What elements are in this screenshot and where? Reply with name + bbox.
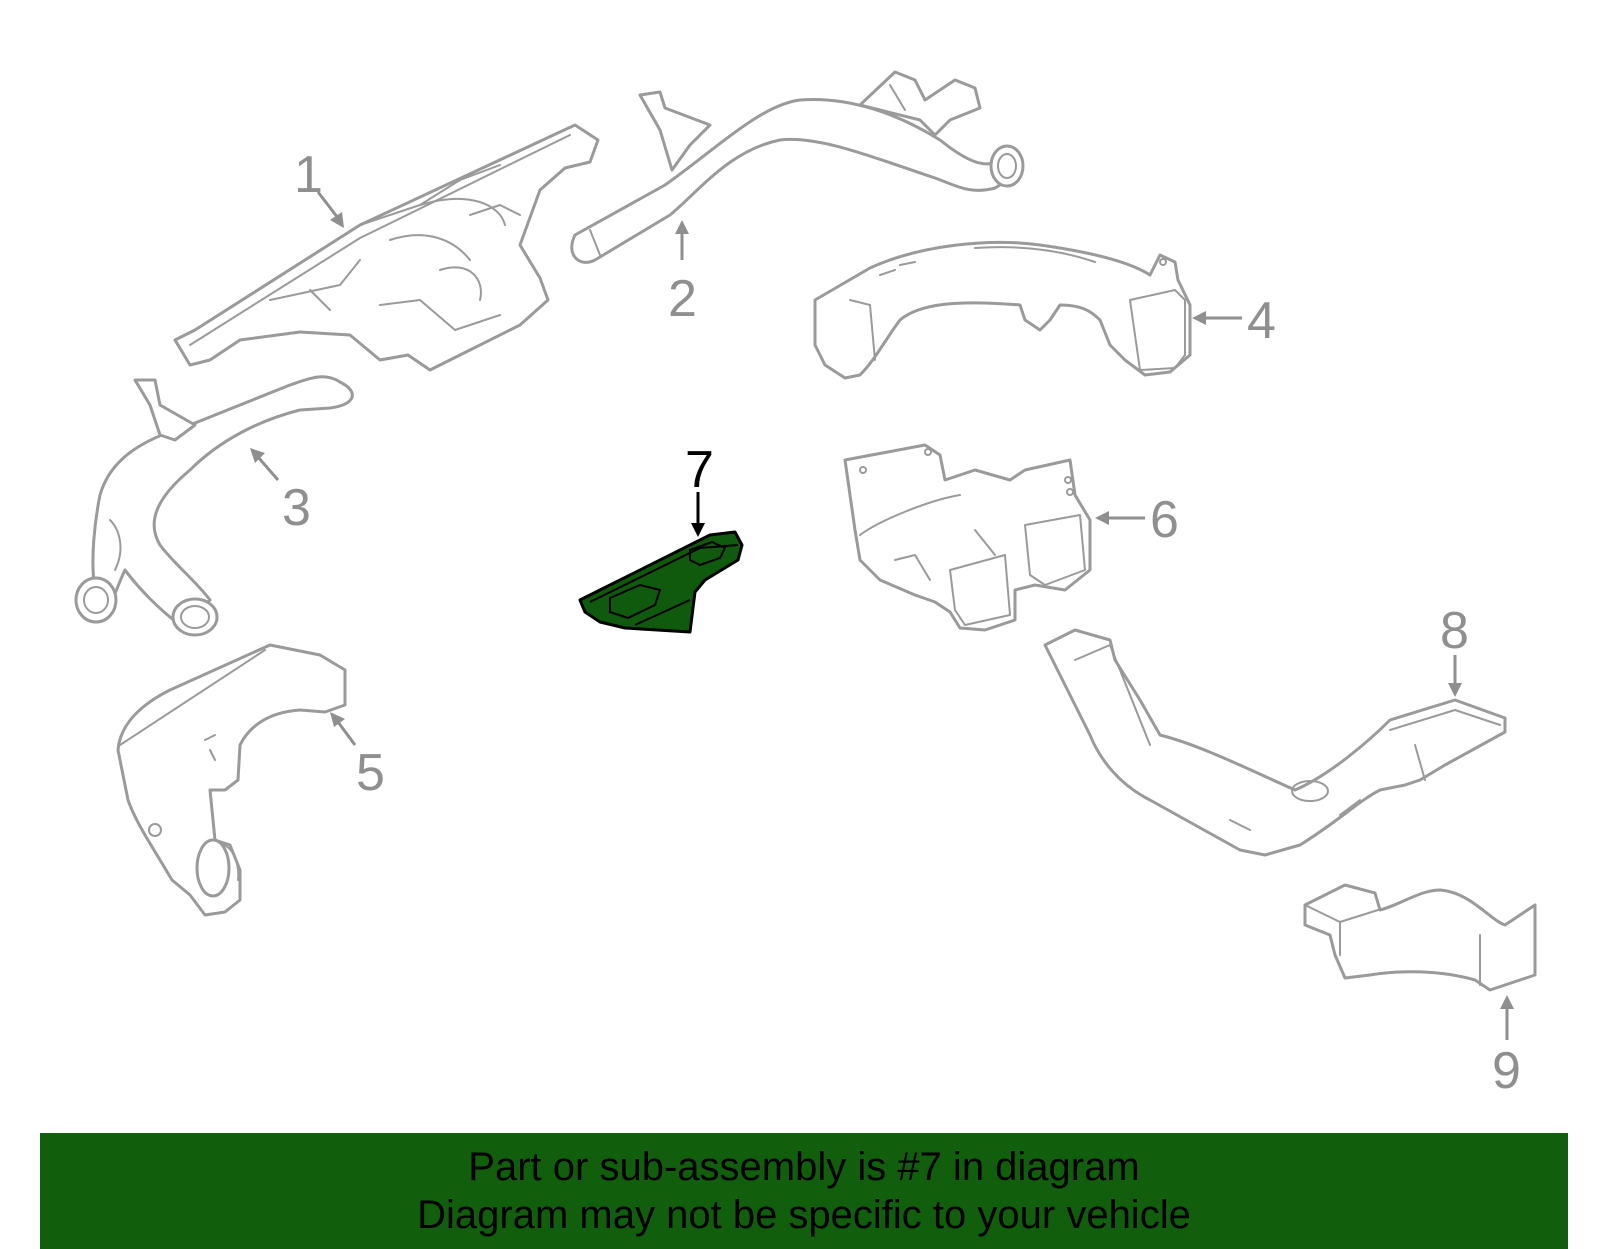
callout-2-arrowhead [675,220,689,234]
callout-4-arrowhead [1192,311,1206,325]
callout-5[interactable]: 5 [330,712,385,802]
banner-line-disclaimer: Diagram may not be specific to your vehi… [417,1193,1191,1237]
part-1-center-duct[interactable] [173,123,600,372]
callout-6-label: 6 [1150,491,1179,549]
callout-5-label: 5 [356,744,385,802]
info-banner: Part or sub-assembly is #7 in diagram Di… [40,1133,1568,1249]
callout-6-arrowhead [1095,511,1109,525]
callout-7-selected[interactable]: 7 [685,441,714,537]
callout-5-leader [336,721,357,746]
callout-9-label: 9 [1492,1042,1521,1100]
callout-6[interactable]: 6 [1095,491,1179,549]
callout-4-label: 4 [1247,292,1276,350]
callout-2[interactable]: 2 [668,220,697,328]
part-2-upper-duct[interactable] [570,70,1025,264]
callout-3-leader [256,456,280,481]
part-8-lower-right-duct[interactable] [1043,628,1507,857]
part-4-right-duct[interactable] [813,240,1192,380]
callout-9[interactable]: 9 [1492,995,1521,1100]
callout-7-arrowhead [691,523,705,537]
callout-8[interactable]: 8 [1440,602,1469,697]
callout-8-label: 8 [1440,602,1469,660]
banner-line-part-number: Part or sub-assembly is #7 in diagram [468,1145,1140,1189]
callout-3[interactable]: 3 [250,448,311,537]
callout-1-label: 1 [294,146,323,204]
callout-7-label: 7 [685,441,714,499]
callout-1-leader [316,191,340,219]
callout-1[interactable]: 1 [294,146,344,228]
callout-5-arrowhead [330,712,345,727]
part-3-left-duct[interactable] [74,375,354,637]
callout-1-arrowhead [330,212,344,228]
part-6-vent-housing[interactable] [843,443,1092,632]
part-5-lower-left-duct[interactable] [116,643,347,917]
callout-8-arrowhead [1448,683,1462,697]
part-7-bracket-highlighted[interactable] [578,530,744,634]
callout-3-arrowhead [250,448,265,463]
part-9-small-duct[interactable] [1303,883,1537,992]
callout-9-arrowhead [1500,995,1514,1009]
callout-2-label: 2 [668,270,697,328]
callout-4[interactable]: 4 [1192,292,1276,350]
callout-3-label: 3 [282,479,311,537]
